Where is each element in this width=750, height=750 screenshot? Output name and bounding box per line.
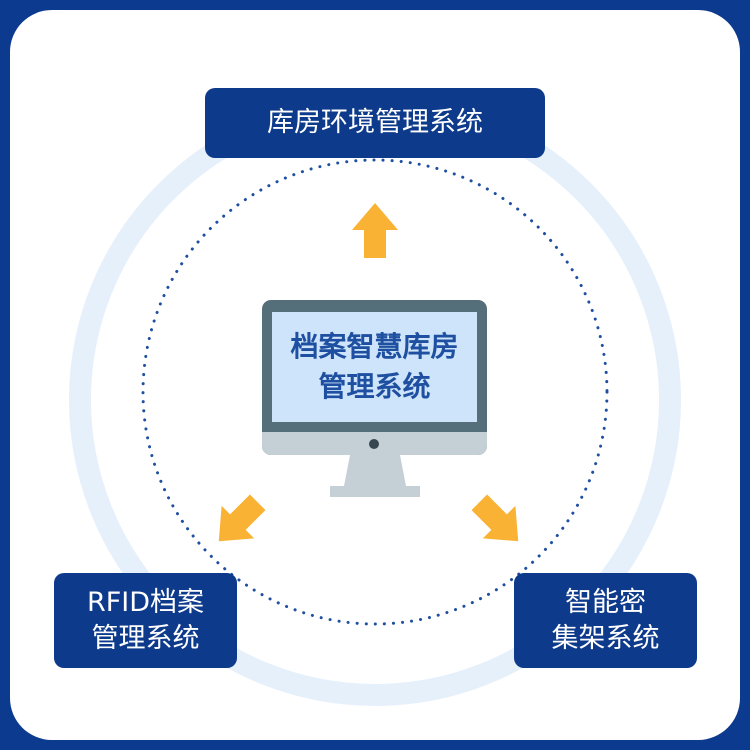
top-system-box: 库房环境管理系统 bbox=[205, 88, 545, 158]
right-system-box: 智能密 集架系统 bbox=[514, 573, 697, 668]
arrow-down-right-icon bbox=[471, 494, 519, 542]
center-system-label: 档案智慧库房 管理系统 bbox=[272, 312, 477, 422]
arrow-up-icon bbox=[352, 203, 398, 258]
left-box-line2: 管理系统 bbox=[91, 622, 200, 654]
left-box-line1: RFID档案 bbox=[86, 586, 205, 618]
left-system-box: RFID档案 管理系统 bbox=[54, 573, 237, 668]
right-box-line2: 集架系统 bbox=[551, 622, 660, 654]
arrow-down-left-icon bbox=[218, 494, 266, 542]
center-line1: 档案智慧库房 bbox=[290, 330, 459, 363]
right-box-line1: 智能密 bbox=[565, 586, 646, 618]
dotted-circle bbox=[141, 158, 609, 626]
center-line2: 管理系统 bbox=[318, 370, 431, 403]
monitor-icon bbox=[262, 300, 487, 497]
top-box-label: 库房环境管理系统 bbox=[267, 107, 483, 138]
